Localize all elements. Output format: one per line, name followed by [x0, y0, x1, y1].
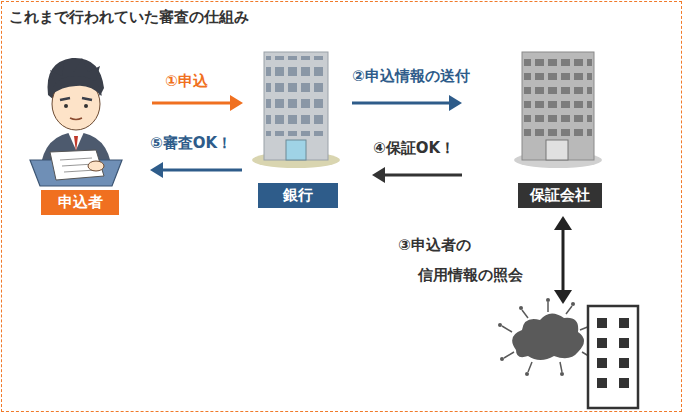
flow-arrow — [352, 95, 462, 111]
node-label-box: 銀行 — [258, 183, 338, 208]
step-label: ⑤審査OK！ — [150, 134, 232, 153]
guarantor-building — [514, 52, 602, 168]
entity-node: 銀行 — [250, 45, 346, 208]
node-label-box: 保証会社 — [518, 183, 602, 208]
step-label: ②申込情報の送付 — [352, 67, 470, 86]
bank-building — [252, 52, 340, 168]
inquiry-arrow — [554, 216, 572, 304]
inquiry-note: ③申込者の 信用情報の照会 — [398, 230, 570, 290]
step-label: ④保証OK！ — [373, 139, 455, 158]
node-label-box: 申込者 — [41, 190, 119, 215]
flow-arrow — [150, 162, 242, 178]
diagram-title: これまで行われていた審査の仕組み — [9, 8, 249, 27]
entity-node: 保証会社 — [512, 45, 608, 208]
credit-bureau-icon — [498, 298, 638, 408]
entity-node: 申込者 — [30, 55, 130, 215]
flow-arrow — [372, 167, 462, 183]
applicant-figure — [30, 58, 122, 186]
step-label: ①申込 — [165, 72, 208, 91]
flow-arrow — [152, 95, 243, 111]
